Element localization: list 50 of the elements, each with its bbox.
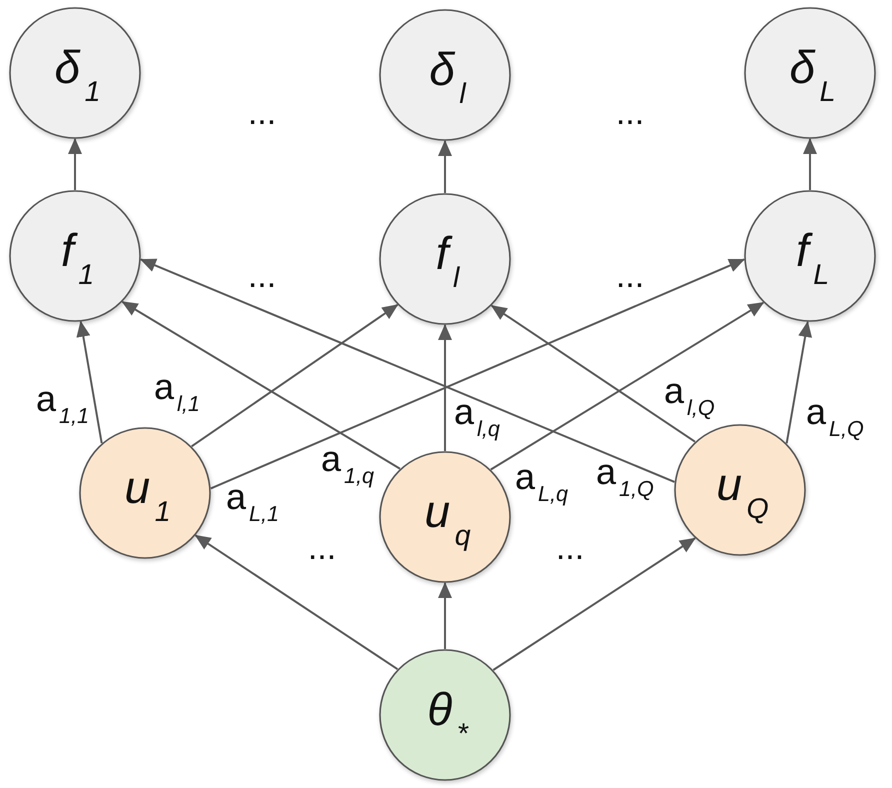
edge-label: a$_{l,1}$ (154, 369, 201, 414)
ellipsis-label: ... (616, 259, 644, 293)
arrow (191, 304, 398, 448)
ellipsis-label: ... (248, 259, 276, 293)
node-label: u$_{1}$ (124, 464, 172, 526)
node-label: u$_{Q}$ (715, 460, 770, 524)
edge-label: a$_{L,q}$ (515, 459, 570, 504)
variable-node (744, 190, 876, 322)
node-label: u$_{q}$ (424, 488, 472, 550)
ellipsis-label: ... (248, 96, 276, 130)
variable-node (379, 451, 511, 583)
arrow (122, 300, 400, 470)
edge-label: a$_{1,1}$ (36, 381, 90, 426)
edge-label: a$_{L,Q}$ (806, 394, 865, 440)
variable-node (379, 193, 511, 325)
variable-node (9, 7, 141, 139)
node-label: f$_{L}$ (794, 226, 830, 290)
arrow (803, 138, 817, 190)
node-label: δ$_{1}$ (54, 44, 102, 106)
edge-label: a$_{l,Q}$ (664, 373, 716, 418)
arrow (210, 258, 745, 490)
variable-node (674, 424, 806, 556)
arrow (490, 302, 764, 470)
edge-label: a$_{L,1}$ (226, 479, 280, 524)
arrow (490, 304, 696, 443)
variable-node (379, 9, 511, 141)
variable-node (379, 649, 511, 781)
arrow (140, 258, 675, 483)
variable-node (79, 427, 211, 559)
arrow (438, 582, 452, 649)
arrow (438, 324, 452, 451)
arrow (492, 537, 696, 671)
ellipsis-label: ... (308, 531, 336, 565)
variable-node (9, 190, 141, 322)
node-label: δ$_{l}$ (428, 46, 468, 108)
ellipsis-label: ... (556, 531, 584, 565)
edge-label: a$_{l,q}$ (454, 394, 501, 440)
edge-label: a$_{1,q}$ (321, 441, 376, 486)
arrow (68, 138, 82, 190)
arrow (76, 320, 103, 444)
arrow (194, 534, 398, 670)
variable-node (744, 7, 876, 139)
node-label: θ$_{*}$ (426, 686, 470, 748)
node-label: δ$_{L}$ (788, 44, 837, 106)
ellipsis-label: ... (616, 96, 644, 130)
arrow (438, 140, 452, 193)
node-label: f$_{1}$ (60, 226, 96, 290)
arrow (786, 320, 812, 444)
node-label: f$_{l}$ (434, 230, 461, 292)
edge-label: a$_{1,Q}$ (596, 454, 655, 500)
